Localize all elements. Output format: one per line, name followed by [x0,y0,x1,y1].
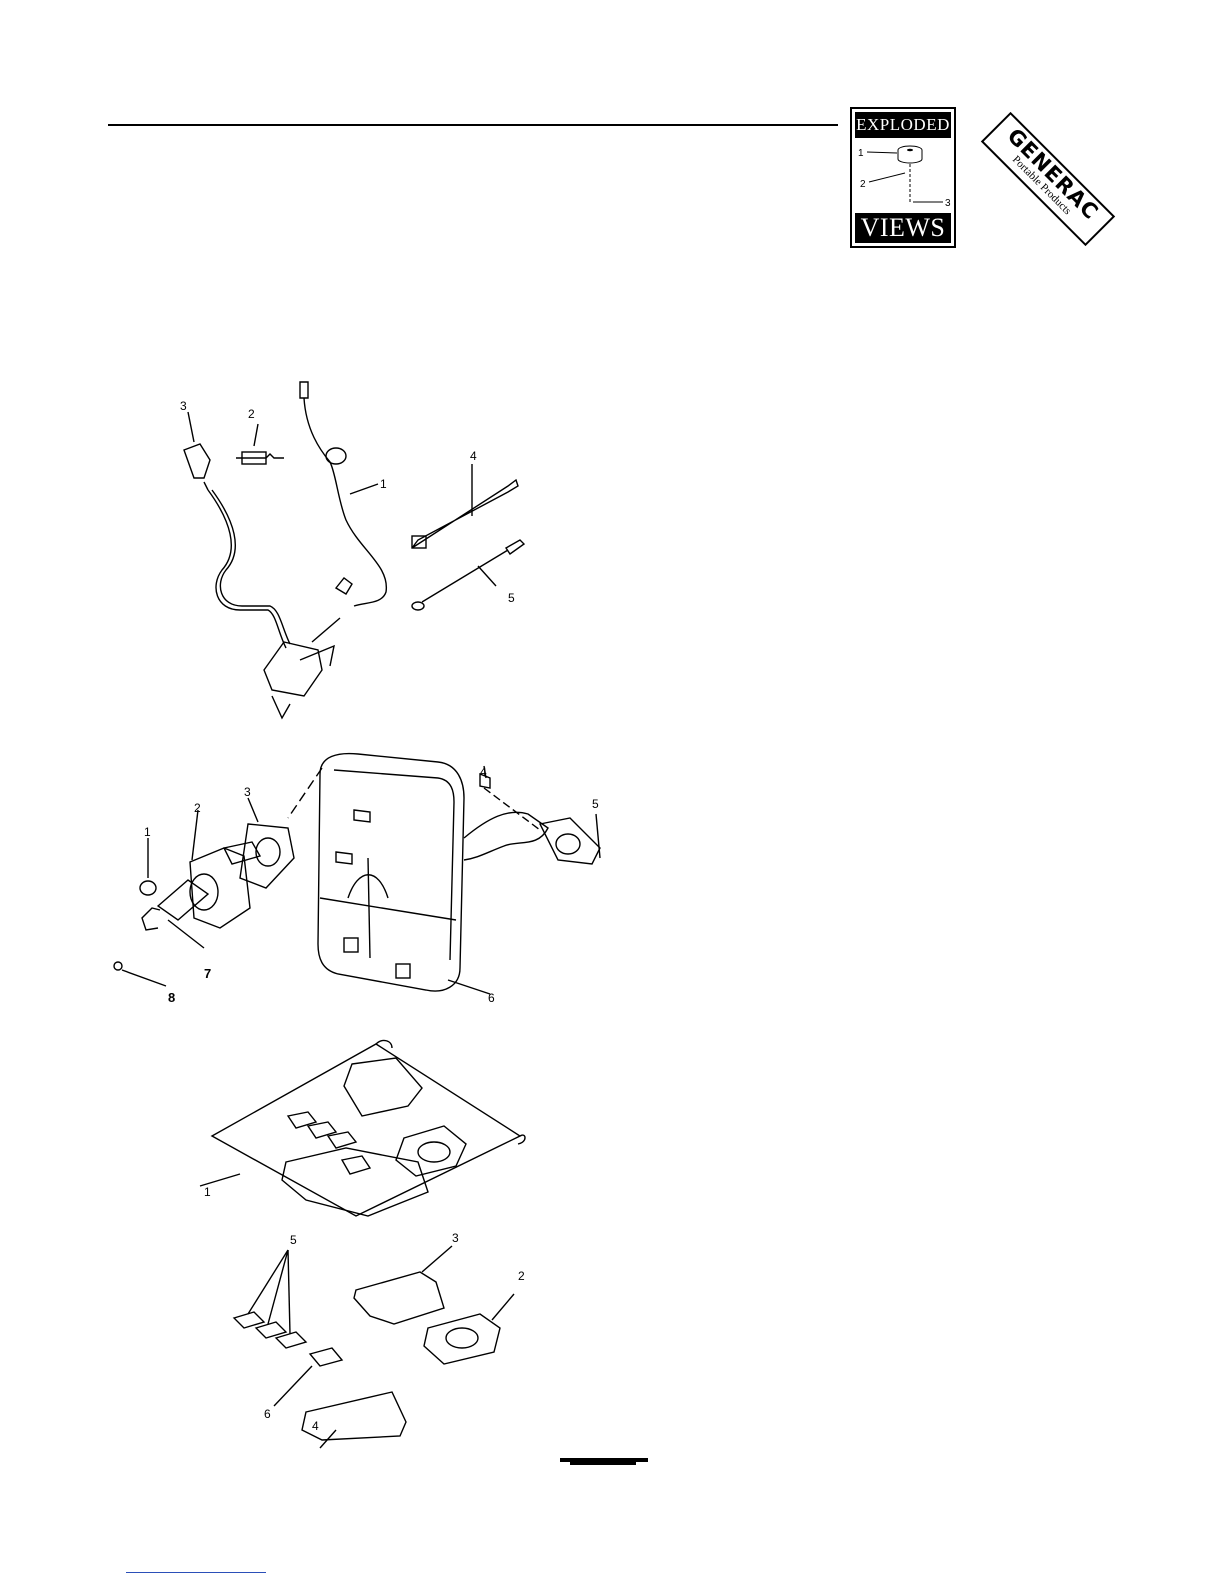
generac-logo: GENERAC Portable Products [966,100,1116,250]
badge-item-1: 1 [858,148,864,159]
logo-brand: GENERAC [994,115,1111,232]
muffler-callout-1: 1 [144,825,151,839]
logo-band: GENERAC Portable Products [981,112,1115,246]
gasket-2 [424,1314,500,1364]
exhaust-pipe [464,812,548,860]
muffler-callout-3: 3 [244,785,251,799]
badge-item-3: 3 [945,198,951,209]
spark-arrestor-screen [158,880,208,920]
kill-wire-terminal [300,382,308,398]
muffler-callout-7: 7 [204,966,211,981]
retainer-screw [114,962,122,970]
gasket-5a [234,1312,264,1328]
muffler-callout-4: 4 [480,765,487,779]
ignition-callout-1: 1 [380,477,387,491]
wire-grommet [326,448,346,464]
ignition-callout-2: 2 [248,407,255,421]
gasket-callout-1: 1 [204,1185,211,1199]
muffler-gasket [240,824,294,888]
ignition-callout-3: 3 [180,399,187,413]
gasket-3 [354,1272,444,1324]
muffler-callout-8: 8 [168,990,175,1005]
gasket-set-diagram: 1 5 3 2 6 4 [196,1036,536,1436]
page-number-mark [560,1458,648,1462]
ground-wire [422,550,508,602]
cable-tie [412,480,518,548]
gasket-callout-6: 6 [264,1407,271,1421]
gasket-5c [276,1332,306,1348]
spark-plug [236,454,284,458]
badge-item-2: 2 [860,179,866,190]
badge-title-bottom: VIEWS [855,213,951,243]
spark-plug-boot [184,444,210,478]
screen-retainer [142,908,160,930]
header-rule [108,124,838,126]
flange-nut [140,881,156,895]
muffler-body [318,754,464,991]
badge-illustration: 1 2 3 [855,140,951,211]
ignition-callout-4: 4 [470,449,477,463]
gasket-callout-3: 3 [452,1231,459,1245]
ignition-module [264,642,322,696]
ignition-diagram: 3 2 1 4 5 [160,370,540,720]
gasket-5b [256,1322,286,1338]
gasket-callout-5: 5 [290,1233,297,1247]
footer-link-underline[interactable] [126,1572,266,1573]
muffler-callout-5: 5 [592,797,599,811]
exhaust-port-gasket [540,818,600,864]
muffler-diagram: 1 2 3 4 5 6 7 8 [108,748,628,1018]
ignition-callout-5: 5 [508,591,515,605]
gasket-callout-2: 2 [518,1269,525,1283]
gasket-callout-4: 4 [312,1419,319,1433]
gasket-package [212,1044,520,1216]
gasket-6 [310,1348,342,1366]
badge-title-top: EXPLODED [855,112,951,138]
exploded-views-badge: EXPLODED 1 2 3 VIEWS [850,107,956,248]
muffler-callout-2: 2 [194,801,201,815]
muffler-callout-6: 6 [488,991,495,1005]
